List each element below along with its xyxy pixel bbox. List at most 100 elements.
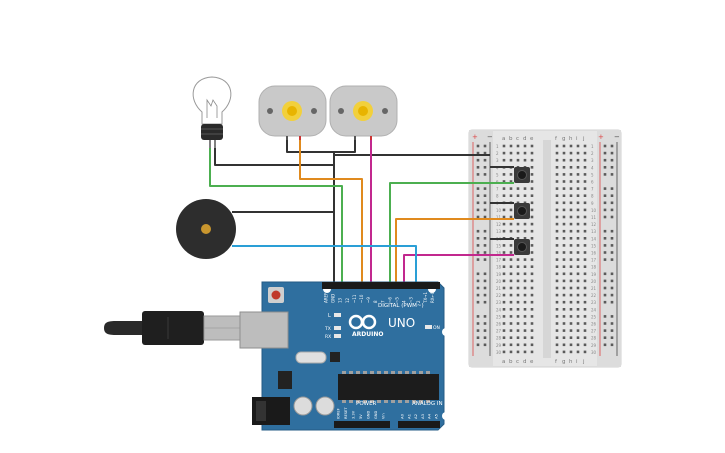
usb-cable[interactable]: [104, 311, 241, 345]
breadboard-hole[interactable]: [562, 300, 566, 304]
breadboard-hole[interactable]: [502, 187, 506, 190]
breadboard-hole[interactable]: [530, 329, 534, 332]
breadboard-hole[interactable]: [583, 151, 587, 155]
breadboard-hole[interactable]: [516, 343, 520, 347]
rail-hole[interactable]: [483, 215, 487, 219]
breadboard-hole[interactable]: [576, 222, 580, 226]
breadboard-hole[interactable]: [583, 144, 587, 148]
breadboard-hole[interactable]: [569, 222, 573, 226]
rail-hole[interactable]: [603, 272, 607, 276]
breadboard-hole[interactable]: [569, 166, 573, 169]
rail-hole[interactable]: [483, 293, 487, 297]
rail-hole[interactable]: [610, 286, 614, 290]
breadboard-hole[interactable]: [576, 286, 580, 290]
breadboard-hole[interactable]: [562, 187, 566, 190]
breadboard-hole[interactable]: [509, 300, 513, 304]
rail-hole[interactable]: [610, 201, 614, 205]
rail-hole[interactable]: [483, 279, 487, 283]
breadboard-hole[interactable]: [555, 286, 559, 290]
breadboard-hole[interactable]: [509, 343, 513, 347]
breadboard-holes[interactable]: [476, 144, 614, 354]
breadboard-hole[interactable]: [509, 308, 513, 311]
breadboard-hole[interactable]: [583, 237, 587, 240]
breadboard-hole[interactable]: [523, 350, 527, 354]
rail-hole[interactable]: [476, 279, 480, 283]
rail-hole[interactable]: [476, 173, 480, 176]
breadboard-hole[interactable]: [562, 329, 566, 332]
breadboard-hole[interactable]: [516, 272, 520, 276]
wire-black-bulb[interactable]: [214, 148, 335, 286]
breadboard-hole[interactable]: [555, 300, 559, 304]
rail-hole[interactable]: [483, 151, 487, 155]
rail-hole[interactable]: [603, 322, 607, 325]
rail-hole[interactable]: [603, 244, 607, 247]
breadboard-hole[interactable]: [502, 151, 506, 155]
rail-hole[interactable]: [483, 336, 487, 339]
breadboard-hole[interactable]: [509, 173, 513, 176]
breadboard-hole[interactable]: [562, 173, 566, 176]
breadboard-hole[interactable]: [555, 265, 559, 268]
rail-hole[interactable]: [476, 322, 480, 325]
breadboard-hole[interactable]: [555, 151, 559, 155]
breadboard-hole[interactable]: [523, 187, 527, 190]
breadboard-hole[interactable]: [530, 322, 534, 325]
rail-hole[interactable]: [483, 187, 487, 190]
breadboard-hole[interactable]: [576, 343, 580, 347]
breadboard-hole[interactable]: [509, 251, 513, 254]
breadboard-hole[interactable]: [530, 286, 534, 290]
rail-hole[interactable]: [610, 229, 614, 233]
rail-hole[interactable]: [483, 251, 487, 254]
piezo-buzzer[interactable]: [176, 199, 236, 259]
rail-hole[interactable]: [476, 208, 480, 212]
breadboard-hole[interactable]: [523, 265, 527, 268]
breadboard-hole[interactable]: [516, 158, 520, 162]
breadboard-hole[interactable]: [555, 194, 559, 197]
breadboard-hole[interactable]: [555, 322, 559, 325]
breadboard-hole[interactable]: [502, 173, 506, 176]
dc-motor-2[interactable]: [329, 85, 398, 140]
breadboard-hole[interactable]: [583, 201, 587, 205]
breadboard-hole[interactable]: [555, 208, 559, 212]
rail-hole[interactable]: [610, 279, 614, 283]
breadboard-hole[interactable]: [576, 258, 580, 261]
breadboard-hole[interactable]: [523, 308, 527, 311]
breadboard-hole[interactable]: [583, 215, 587, 219]
breadboard-hole[interactable]: [576, 166, 580, 169]
breadboard-hole[interactable]: [523, 229, 527, 233]
breadboard-hole[interactable]: [523, 201, 527, 205]
breadboard-hole[interactable]: [555, 229, 559, 233]
wire-black-motor2[interactable]: [334, 138, 356, 153]
breadboard-hole[interactable]: [530, 265, 534, 268]
breadboard-hole[interactable]: [569, 201, 573, 205]
breadboard-hole[interactable]: [569, 336, 573, 339]
breadboard-hole[interactable]: [576, 300, 580, 304]
breadboard-hole[interactable]: [562, 151, 566, 155]
analog-header[interactable]: [398, 421, 440, 428]
wire-orange-button[interactable]: [395, 218, 514, 286]
breadboard-hole[interactable]: [530, 229, 534, 233]
breadboard-hole[interactable]: [502, 244, 506, 247]
breadboard-hole[interactable]: [583, 208, 587, 212]
breadboard-hole[interactable]: [502, 180, 506, 183]
rail-hole[interactable]: [476, 251, 480, 254]
breadboard-hole[interactable]: [562, 229, 566, 233]
breadboard-hole[interactable]: [523, 279, 527, 283]
rail-hole[interactable]: [603, 215, 607, 219]
rail-hole[interactable]: [483, 315, 487, 318]
breadboard-hole[interactable]: [562, 265, 566, 268]
rail-hole[interactable]: [610, 315, 614, 318]
breadboard-hole[interactable]: [502, 272, 506, 276]
breadboard-hole[interactable]: [576, 187, 580, 190]
breadboard-hole[interactable]: [583, 350, 587, 354]
breadboard-hole[interactable]: [502, 258, 506, 261]
breadboard-hole[interactable]: [530, 187, 534, 190]
breadboard-hole[interactable]: [530, 315, 534, 318]
breadboard-hole[interactable]: [576, 244, 580, 247]
rail-hole[interactable]: [483, 158, 487, 162]
rail-hole[interactable]: [610, 173, 614, 176]
light-bulb[interactable]: [192, 76, 232, 148]
breadboard-hole[interactable]: [502, 229, 506, 233]
breadboard-hole[interactable]: [562, 180, 566, 183]
breadboard-hole[interactable]: [569, 187, 573, 190]
breadboard-hole[interactable]: [516, 336, 520, 339]
